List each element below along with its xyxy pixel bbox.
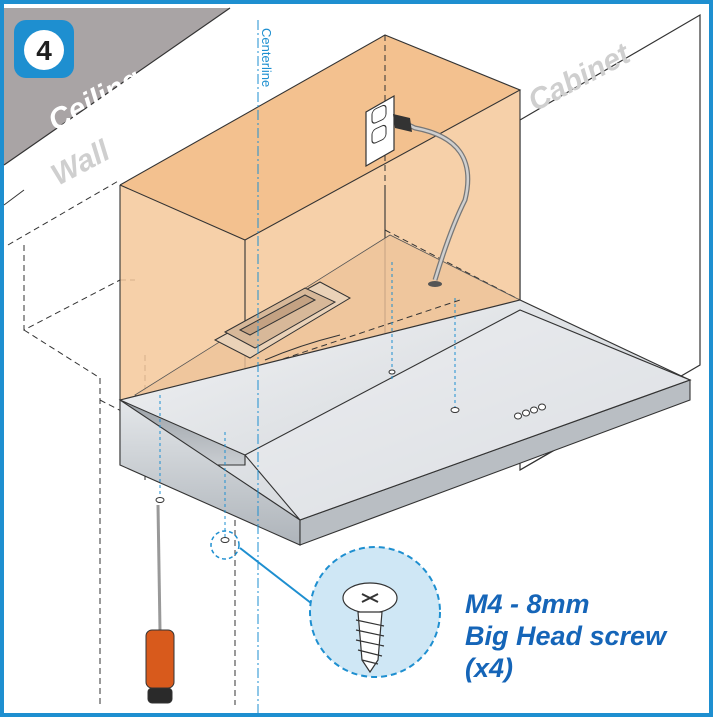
ceiling-edge [3, 7, 231, 166]
callout-leader [239, 547, 321, 611]
screw-markers [159, 262, 456, 540]
screw-detail [342, 582, 398, 674]
callout-line-1: M4 - 8mm [465, 589, 590, 619]
wall-edge [3, 189, 25, 206]
wall-dashed-edge [7, 179, 121, 246]
range-hood [118, 299, 692, 546]
screwdriver [145, 504, 175, 704]
callout-line-2: Big Head screw [465, 621, 668, 651]
cord-grommet [428, 281, 442, 287]
power-outlet [365, 94, 395, 168]
power-plug [393, 114, 412, 132]
screw-callout-small-circle [210, 530, 240, 560]
step-badge-circle [24, 30, 64, 70]
hood-control-buttons [514, 403, 546, 420]
screw-heads [155, 369, 460, 543]
centerline-label: Centerline [259, 28, 274, 87]
power-cord-highlight [397, 118, 470, 281]
step-number: 4 [36, 35, 52, 66]
callout-line-3: (x4) [465, 653, 513, 683]
duct-damper [213, 281, 352, 361]
